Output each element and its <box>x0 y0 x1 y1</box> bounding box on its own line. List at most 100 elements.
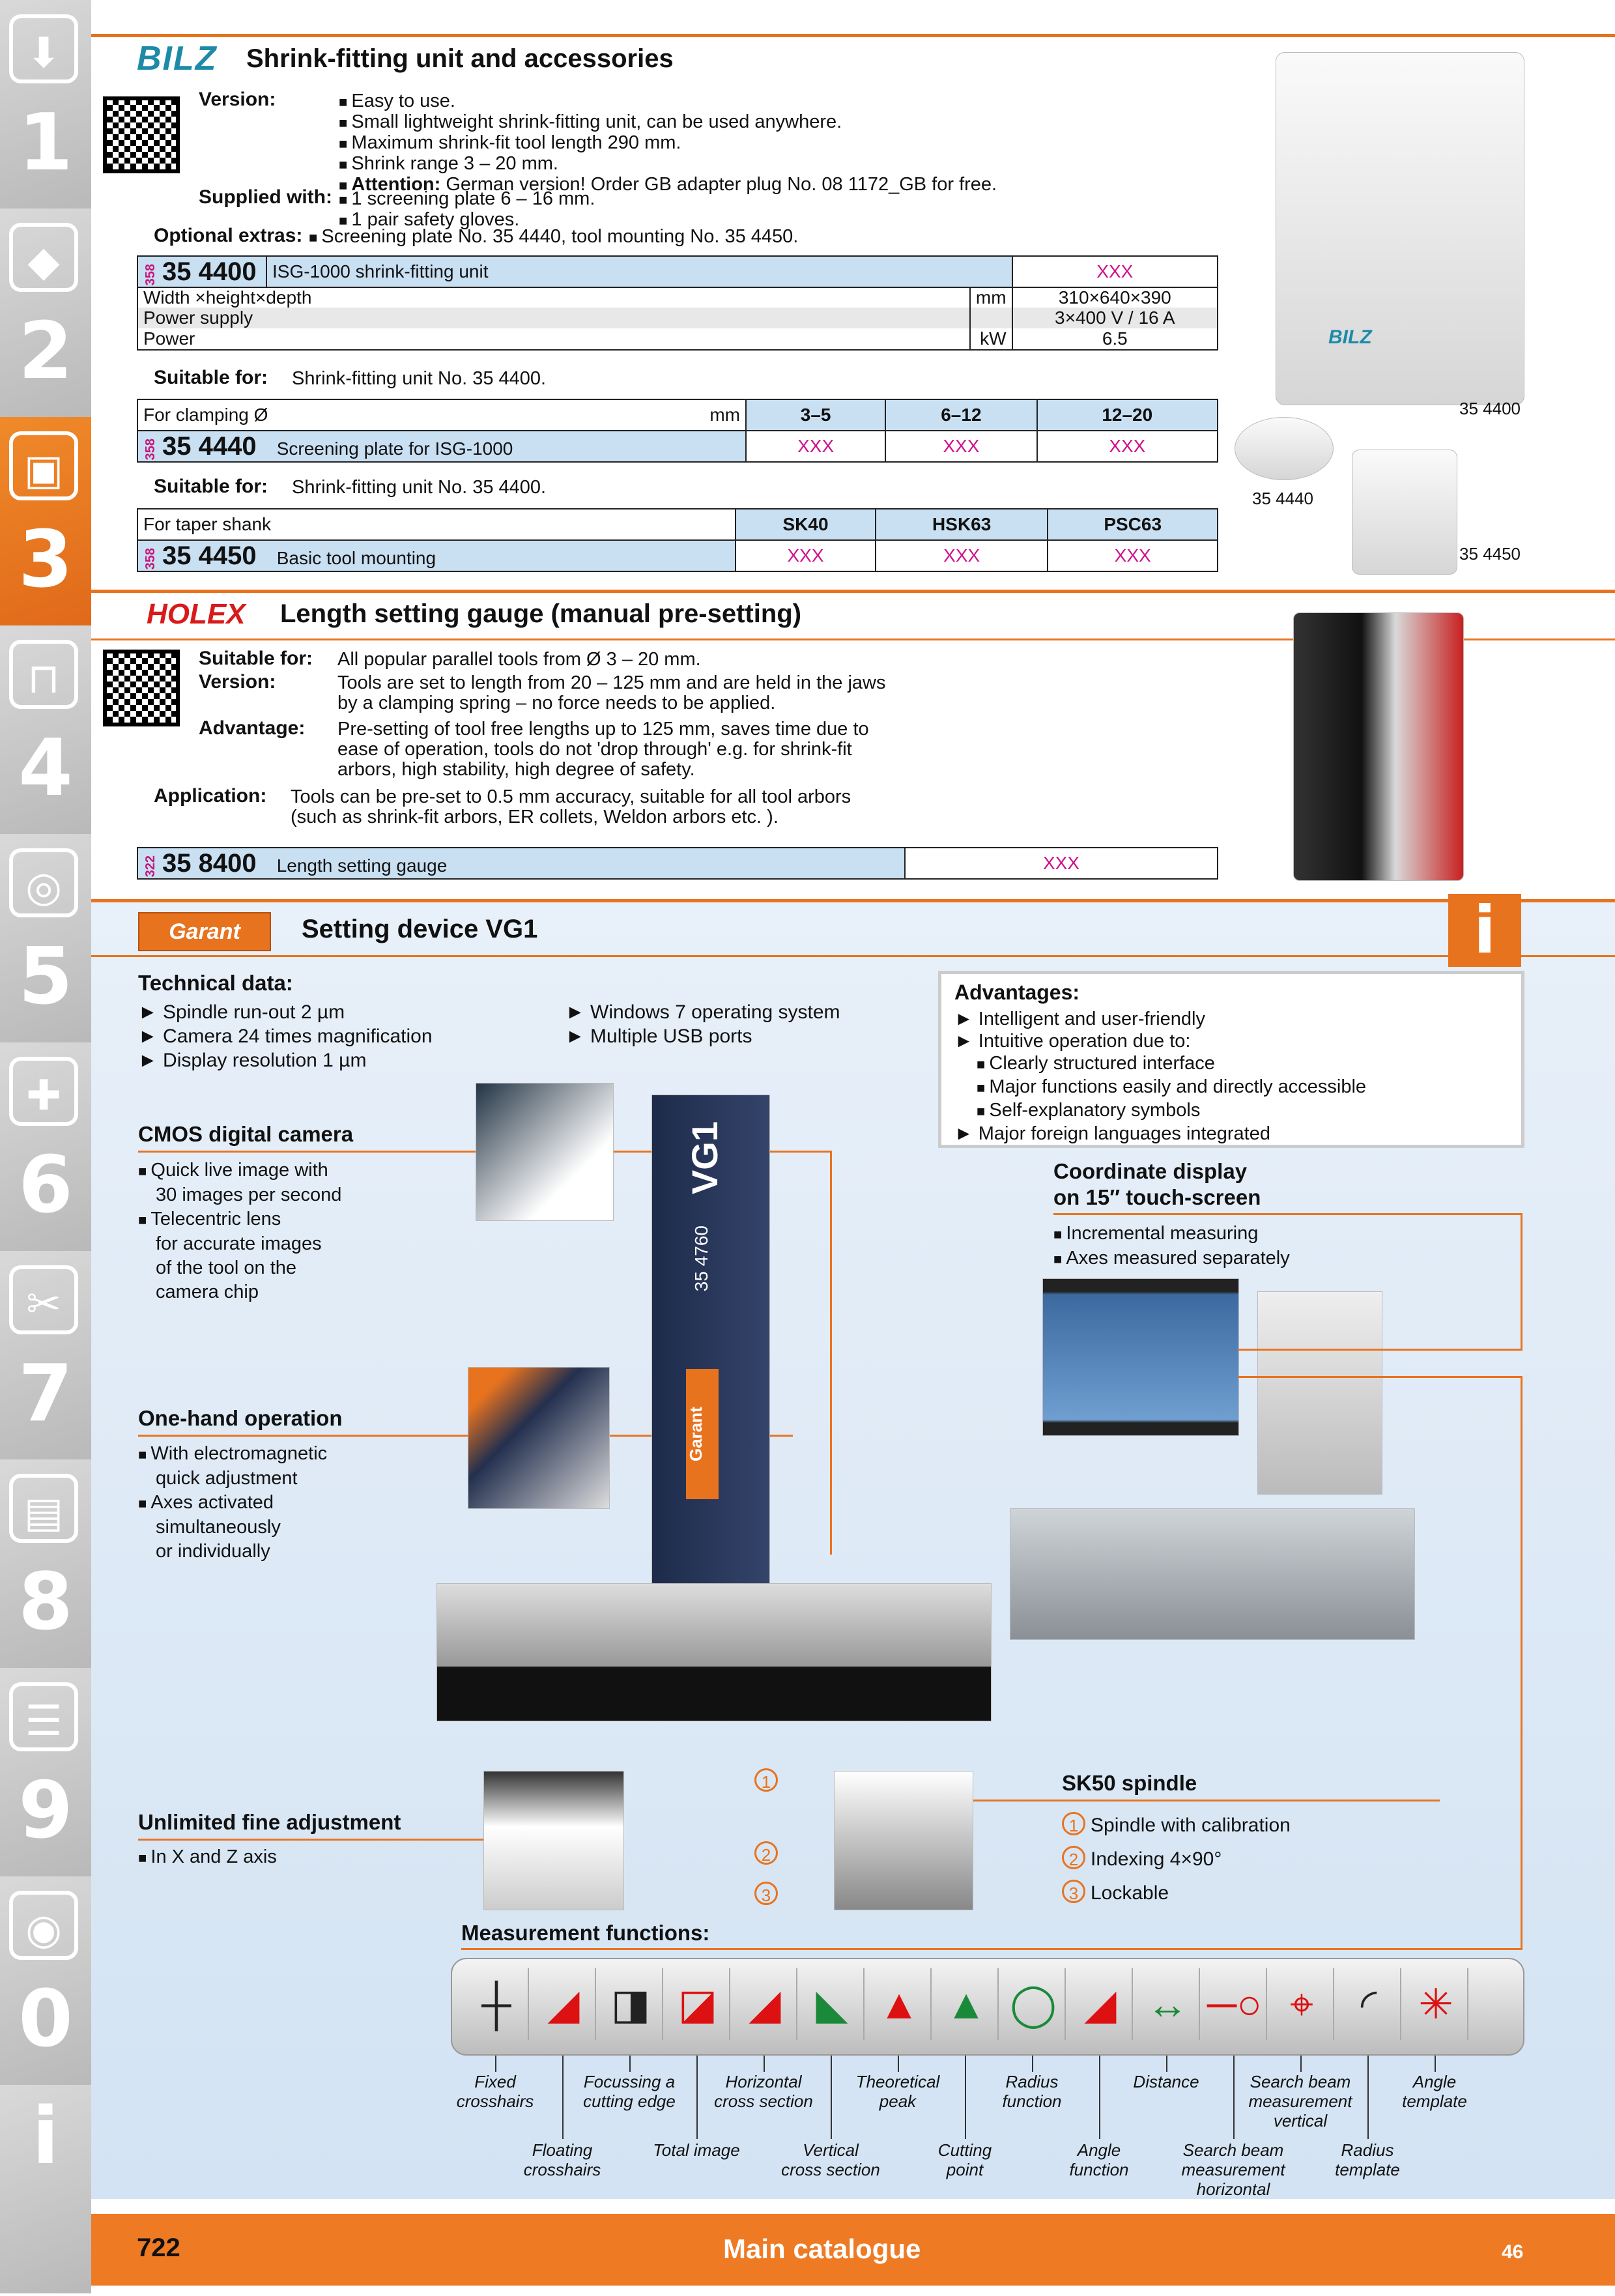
bilz-logo: BILZ <box>137 40 218 78</box>
theoretical-peak-icon[interactable]: ▲ <box>868 1968 932 2040</box>
page-ref: 322 <box>143 855 158 878</box>
label-line: cross section <box>781 2160 880 2179</box>
article-price: XXX <box>1011 255 1219 288</box>
advantages-label: Advantages: <box>954 981 1080 1004</box>
callout-line <box>1238 1349 1522 1351</box>
garant-logo: Garant <box>138 912 271 951</box>
chapter-tab-0[interactable]: ◉0 <box>0 1876 91 2088</box>
fixed-crosshairs-icon[interactable]: ┼ <box>465 1968 529 2040</box>
advantage-label: Advantage: <box>199 717 306 739</box>
marker-number: 2 <box>754 1841 778 1865</box>
section-divider <box>91 590 1615 593</box>
advantage-item: Self-explanatory symbols <box>954 1099 1366 1123</box>
label-line: Fixed <box>474 2072 516 2091</box>
suitable-label: Suitable for: <box>199 648 313 669</box>
touch-screen-image <box>1042 1278 1239 1436</box>
label-line: Distance <box>1133 2072 1199 2091</box>
spec-label: Power supply <box>137 308 971 328</box>
radius-template-icon[interactable]: ◜ <box>1337 1968 1401 2040</box>
page-footer <box>91 2214 1615 2286</box>
title-line: Coordinate display <box>1053 1159 1248 1183</box>
version-list: Easy to use. Small lightweight shrink-fi… <box>339 91 997 195</box>
chapter-tab-1[interactable]: ⬇1 <box>0 0 91 211</box>
search-beam-vertical-icon[interactable]: ⌖ <box>1270 1968 1334 2040</box>
chapter-tab-4[interactable]: ⊓4 <box>0 625 91 837</box>
distance-icon[interactable]: ↔ <box>1136 1968 1200 2040</box>
chapter-tab-6[interactable]: ✚6 <box>0 1042 91 1254</box>
qr-code-icon[interactable] <box>103 650 180 726</box>
article-code[interactable]: 35 4450 <box>162 541 257 570</box>
one-hand-list: With electromagnetic quick adjustment Ax… <box>138 1442 327 1564</box>
radius-function-icon[interactable]: ◯ <box>1002 1968 1066 2040</box>
angle-template-icon[interactable]: ✳ <box>1405 1968 1468 2040</box>
taper-label: For taper shank <box>137 508 736 541</box>
label-line: Search beam <box>1250 2072 1351 2091</box>
article-price: XXX <box>885 430 1038 463</box>
callout-line <box>1521 1376 1522 1949</box>
label-line: vertical <box>1273 2111 1328 2131</box>
version-item: Small lightweight shrink-fitting unit, c… <box>339 112 997 133</box>
vg1-section-title: Setting device VG1 <box>302 915 538 943</box>
title-line: on 15″ touch-screen <box>1053 1185 1261 1209</box>
horizontal-section-icon[interactable]: ◢ <box>734 1968 797 2040</box>
angle-function-icon[interactable]: ◢ <box>1069 1968 1133 2040</box>
total-image-icon[interactable]: ◪ <box>666 1968 730 2040</box>
focus-edge-icon[interactable]: ◨ <box>599 1968 663 2040</box>
text-line: arbors, high stability, high degree of s… <box>337 759 695 780</box>
chapter-tab-8[interactable]: ▤8 <box>0 1459 91 1671</box>
chapter-number: 0 <box>18 1974 73 2065</box>
chapter-tab-5[interactable]: ◎5 <box>0 834 91 1045</box>
floating-crosshairs-icon[interactable]: ◢ <box>532 1968 596 2040</box>
label-line: Radius <box>1341 2140 1394 2160</box>
label-tick <box>898 2056 899 2072</box>
advantages-box: Advantages: Intelligent and user-friendl… <box>938 971 1524 1148</box>
qr-code-icon[interactable] <box>103 96 180 173</box>
callout-line <box>138 1839 483 1841</box>
label-line: horizontal <box>1196 2179 1270 2199</box>
coordinate-display-title: Coordinate display on 15″ touch-screen <box>1053 1158 1261 1211</box>
one-hand-item-cont: quick adjustment <box>156 1468 298 1489</box>
advantage-item: Clearly structured interface <box>954 1052 1366 1076</box>
callout-line <box>830 1151 832 1555</box>
label-line: Total image <box>653 2140 740 2160</box>
chapter-tab-9[interactable]: ☰9 <box>0 1668 91 1879</box>
chapter-tab-7[interactable]: ✂7 <box>0 1251 91 1462</box>
section-divider <box>91 955 1615 957</box>
chapter-tab-2[interactable]: ◆2 <box>0 208 91 420</box>
label-line: Vertical <box>803 2140 859 2160</box>
item-number: 1 <box>1062 1812 1085 1835</box>
vertical-section-icon[interactable]: ◣ <box>801 1968 865 2040</box>
chapter-tab-3[interactable]: ▣3 <box>0 417 91 628</box>
page-number: 722 <box>137 2233 180 2262</box>
article-code[interactable]: 35 4440 <box>162 431 257 461</box>
page-ref: 358 <box>143 438 158 461</box>
label-line: function <box>1069 2160 1129 2179</box>
info-icon[interactable]: i <box>1448 894 1521 967</box>
chapter-tab-i[interactable]: ii <box>0 2085 91 2296</box>
saw-blade-icon: ◎ <box>9 848 78 917</box>
callout-line <box>461 1948 1522 1950</box>
article-code[interactable]: 35 8400 <box>162 848 257 878</box>
length-setting-gauge-image <box>1293 612 1464 881</box>
image-caption: 35 4400 <box>1459 399 1521 418</box>
machine-brand-text: Garant <box>686 1369 719 1499</box>
spec-unit <box>969 308 1013 328</box>
text-line: (such as shrink-fit arbors, ER collets, … <box>291 807 779 827</box>
clamping-label: For clamping Ø <box>137 399 696 431</box>
chapter-number: 5 <box>18 932 73 1022</box>
item-text: Spindle with calibration <box>1091 1815 1291 1836</box>
chapter-number: 6 <box>18 1140 73 1231</box>
cutting-point-icon[interactable]: ▲ <box>935 1968 999 2040</box>
tool-case-icon: ▤ <box>9 1474 78 1543</box>
search-beam-horizontal-icon[interactable]: ─○ <box>1203 1968 1267 2040</box>
marker-number: 3 <box>754 1882 778 1905</box>
label-line: Angle <box>1077 2140 1121 2160</box>
page-ref: 358 <box>143 264 158 286</box>
label-line: Radius <box>1005 2072 1059 2091</box>
article-code[interactable]: 35 4400 <box>162 257 257 286</box>
